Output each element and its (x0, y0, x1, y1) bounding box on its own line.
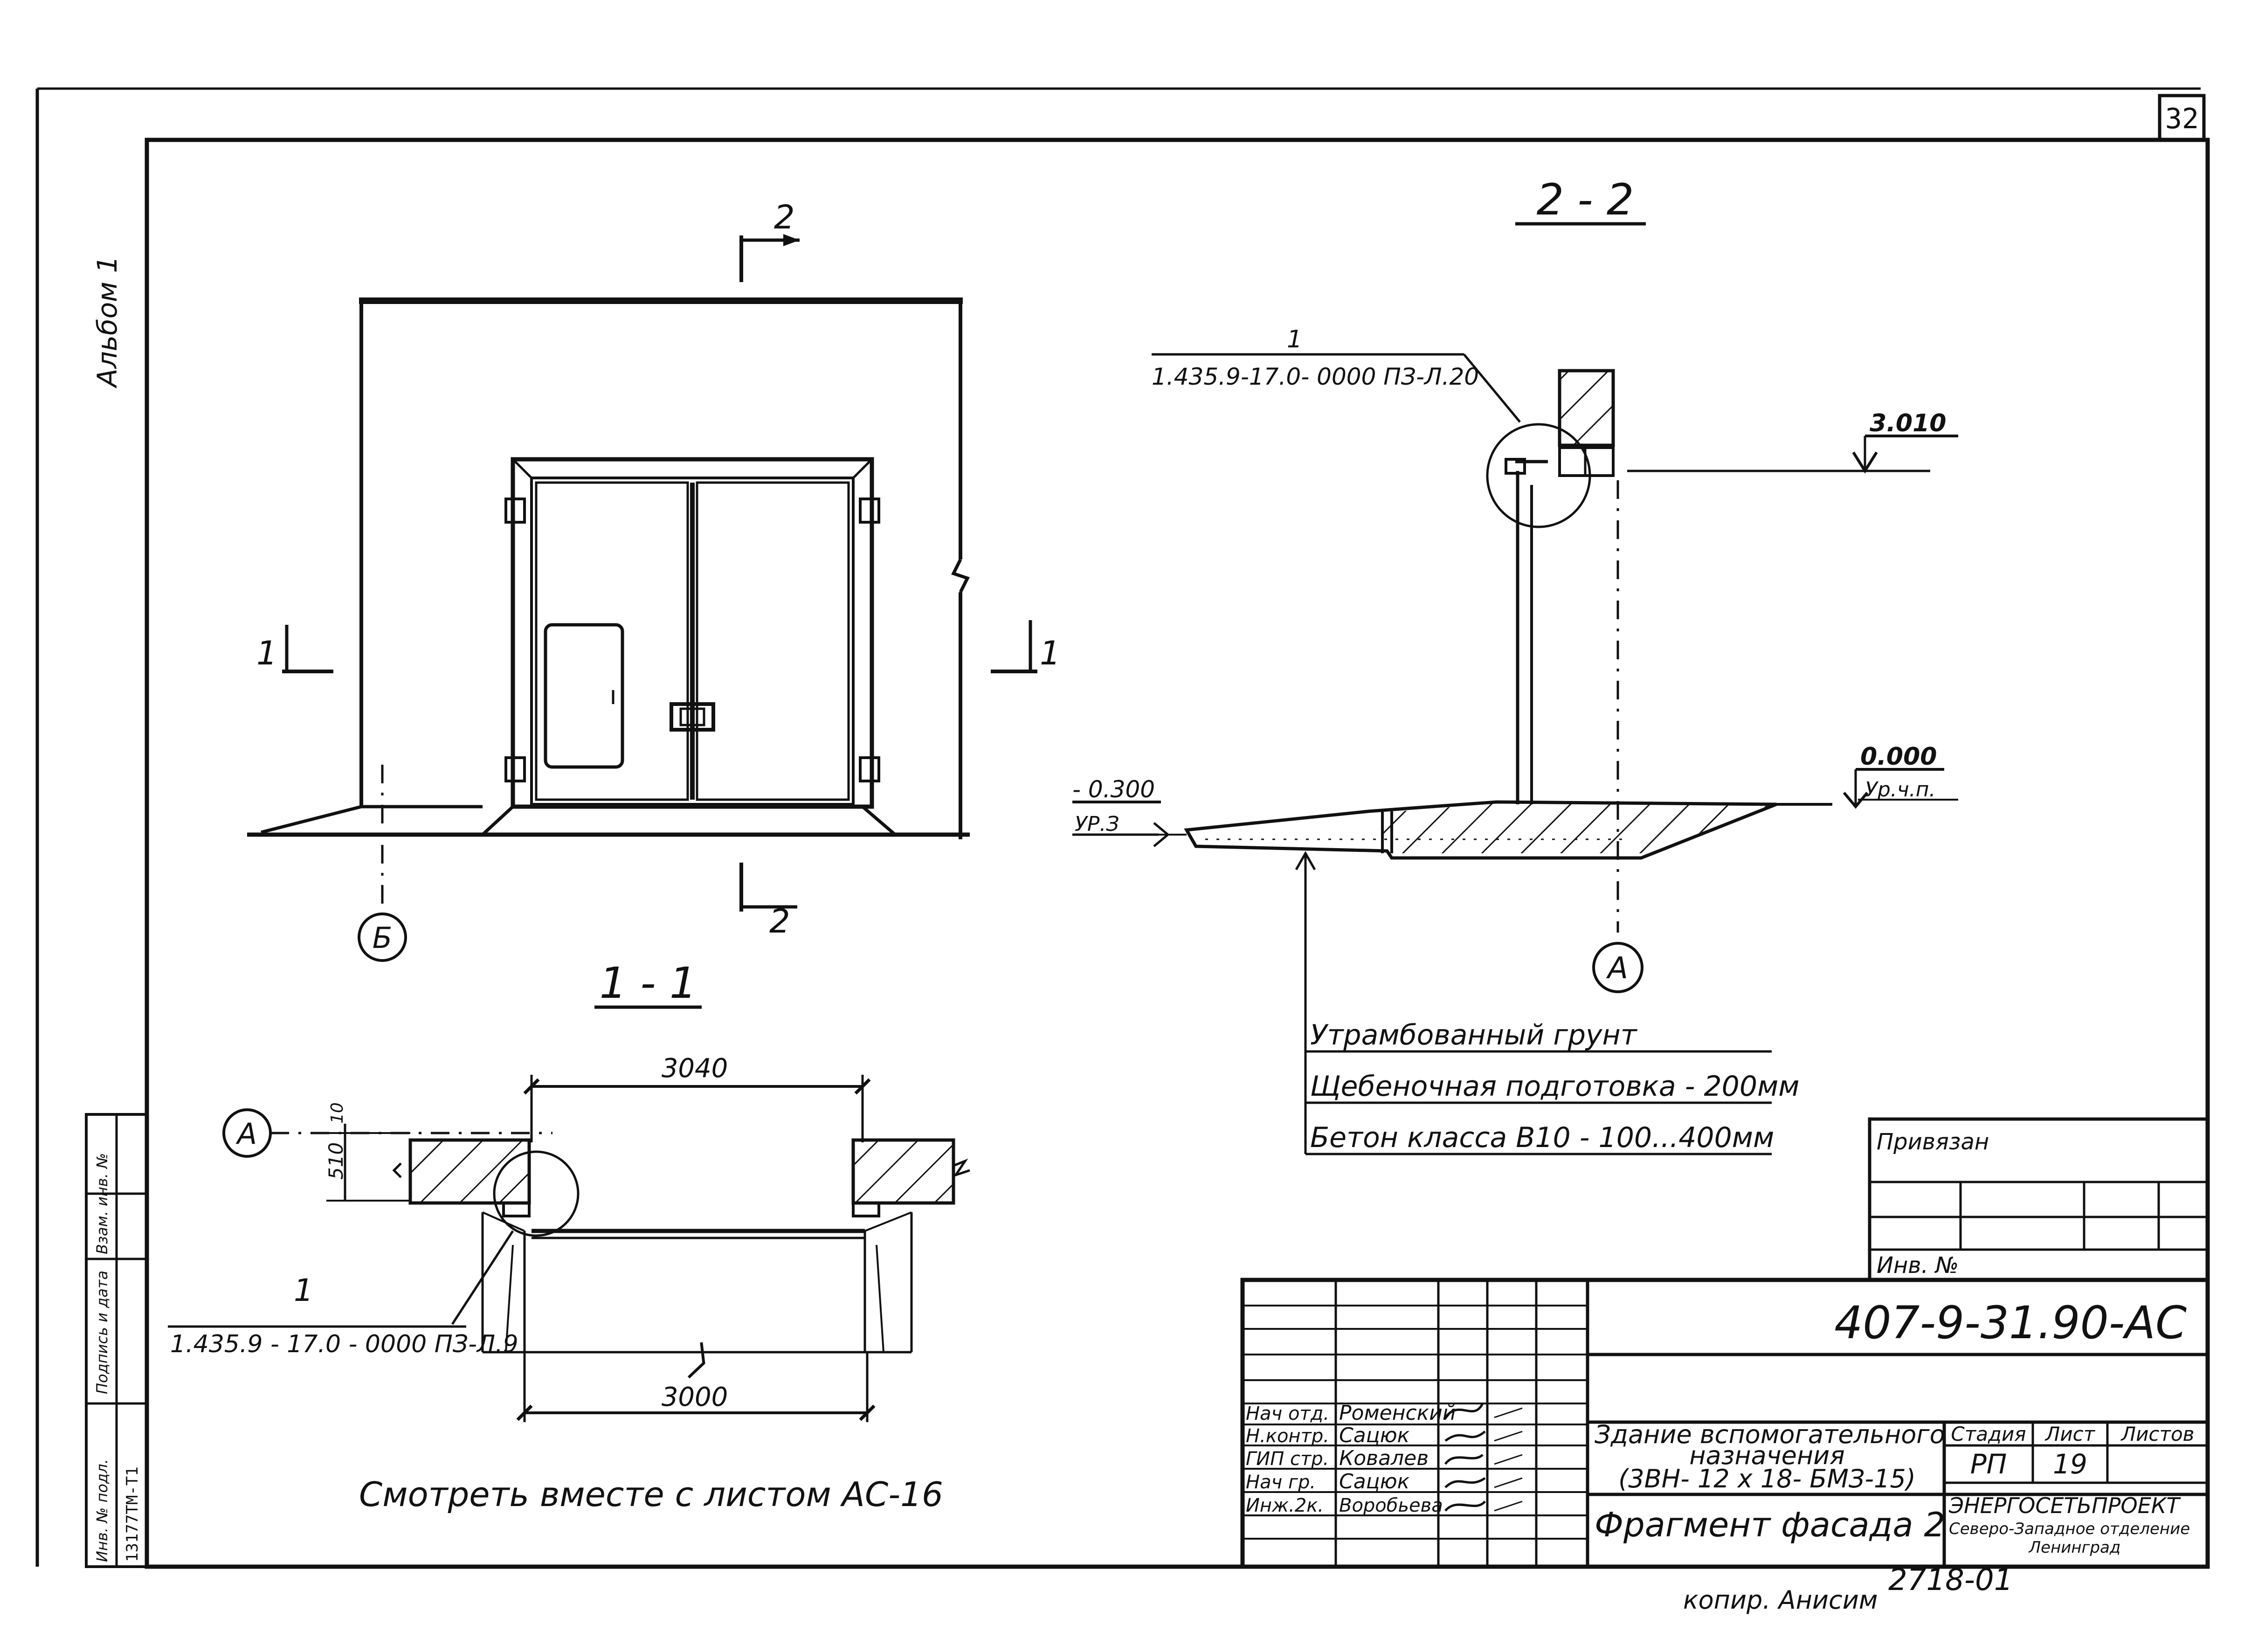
dim-510: 510 (325, 1142, 347, 1180)
sheets-header: Листов (2120, 1423, 2195, 1445)
building-title-2: назначения (1689, 1441, 1845, 1470)
section-mark-top: 2 (774, 198, 795, 236)
level-0300: - 0.300 (1072, 776, 1155, 803)
axis-label-b: Б (373, 921, 393, 955)
margin-stamp: Взам. инв. № Подпись и дата Инв. № подл.… (85, 1113, 148, 1568)
role-4: Инж.2к. (1246, 1495, 1324, 1516)
binding-inv: Инв. № (1877, 1252, 1959, 1279)
dim-10: 10 (328, 1102, 347, 1124)
name-2: Ковалев (1339, 1446, 1429, 1470)
stamp-code: 13177ТМ-Т1 (123, 1466, 142, 1562)
binding-box: Привязан Инв. № (1868, 1117, 2210, 1282)
copy-mark: копир. Анисим 2718-01 (1683, 1563, 2013, 1615)
level-0000: 0.000 (1860, 743, 1937, 771)
layer-soil: Утрамбованный грунт (1310, 1019, 1638, 1051)
callout-2-number: 1 (1287, 325, 1302, 353)
name-1: Сацюк (1339, 1424, 1410, 1447)
title-block: Нач отд. Н.контр. ГИП стр. Нач гр. Инж.2… (1240, 1278, 2210, 1569)
layer-concrete: Бетон класса В10 - 100...400мм (1310, 1121, 1774, 1154)
sheet-frame: 32 Альбом 1 (35, 87, 2210, 1569)
dim-3040: 3040 (662, 1053, 728, 1084)
name-4: Воробьева (1339, 1495, 1443, 1516)
sheet-title: Фрагмент фасада 2 (1595, 1505, 1945, 1544)
role-1: Н.контр. (1246, 1425, 1329, 1447)
sheet-header: Лист (2044, 1423, 2096, 1445)
building-title-1: Здание вспомогательного (1595, 1420, 1945, 1449)
role-0: Нач отд. (1246, 1403, 1329, 1424)
sheet-value: 19 (2053, 1448, 2087, 1480)
callout-2-ref: 1.435.9-17.0- 0000 ПЗ-Л.20 (1152, 363, 1479, 390)
section-2-2-axis: А (1606, 951, 1628, 986)
section-2-2-title: 2 - 2 (1537, 175, 1634, 225)
section-1-1-axis: А (235, 1117, 257, 1151)
layer-gravel: Щебеночная подготовка - 200мм (1310, 1070, 1800, 1103)
name-0: Роменский (1339, 1401, 1456, 1425)
binding-title: Привязан (1877, 1129, 1989, 1155)
wall-right (851, 1138, 955, 1205)
org-1: ЭНЕРГОСЕТЬПРОЕКТ (1948, 1493, 2181, 1518)
level-0300-label: УР.З (1075, 812, 1119, 836)
stamp-replace-inv: Взам. инв. № (93, 1153, 111, 1254)
see-also-note: Смотреть вместе с листом АС-16 (359, 1475, 943, 1514)
stage-value: РП (1970, 1448, 2007, 1480)
level-0000-label: Ур.ч.п. (1865, 778, 1935, 802)
facade-elevation: 2 2 1 1 Б (247, 198, 1061, 962)
dim-3000: 3000 (662, 1382, 728, 1412)
stage-header: Стадия (1951, 1423, 2026, 1445)
section-2-2: 2 - 2 1 1.435.9-17.0- 0000 ПЗ-Л.20 А 3.0… (1072, 175, 1958, 1155)
lintel-wall (1558, 369, 1615, 447)
stamp-sign-date: Подпись и дата (93, 1271, 111, 1394)
section-1-1-title: 1 - 1 (600, 958, 697, 1008)
wall-left (408, 1138, 531, 1205)
section-mark-bottom: 2 (769, 902, 790, 940)
section-1-1: 1 - 1 А 3040 510 10 (168, 958, 970, 1514)
org-3: Ленинград (2028, 1538, 2121, 1557)
stamp-inv-orig: Инв. № подл. (93, 1459, 111, 1562)
section-mark-left: 1 (256, 634, 277, 672)
sheet-number: 32 (2165, 103, 2199, 135)
level-3010: 3.010 (1870, 409, 1946, 437)
callout-1-number: 1 (294, 1272, 313, 1308)
signatures (1444, 1403, 1523, 1512)
org-2: Северо-Западное отделение (1949, 1520, 2190, 1538)
section-mark-right: 1 (1040, 634, 1061, 672)
copy-label: копир. Анисим (1683, 1585, 1878, 1615)
name-3: Сацюк (1339, 1470, 1410, 1493)
callout-1-ref: 1.435.9 - 17.0 - 0000 ПЗ-Л.9 (170, 1330, 518, 1358)
role-2: ГИП стр. (1246, 1448, 1329, 1470)
copy-number: 2718-01 (1888, 1563, 2013, 1597)
building-title-3: (3ВН- 12 x 18- БМЗ-15) (1618, 1464, 1916, 1493)
doc-code: 407-9-31.90-АС (1834, 1297, 2187, 1349)
role-3: Нач гр. (1246, 1472, 1316, 1493)
album-label: Альбом 1 (91, 256, 123, 389)
